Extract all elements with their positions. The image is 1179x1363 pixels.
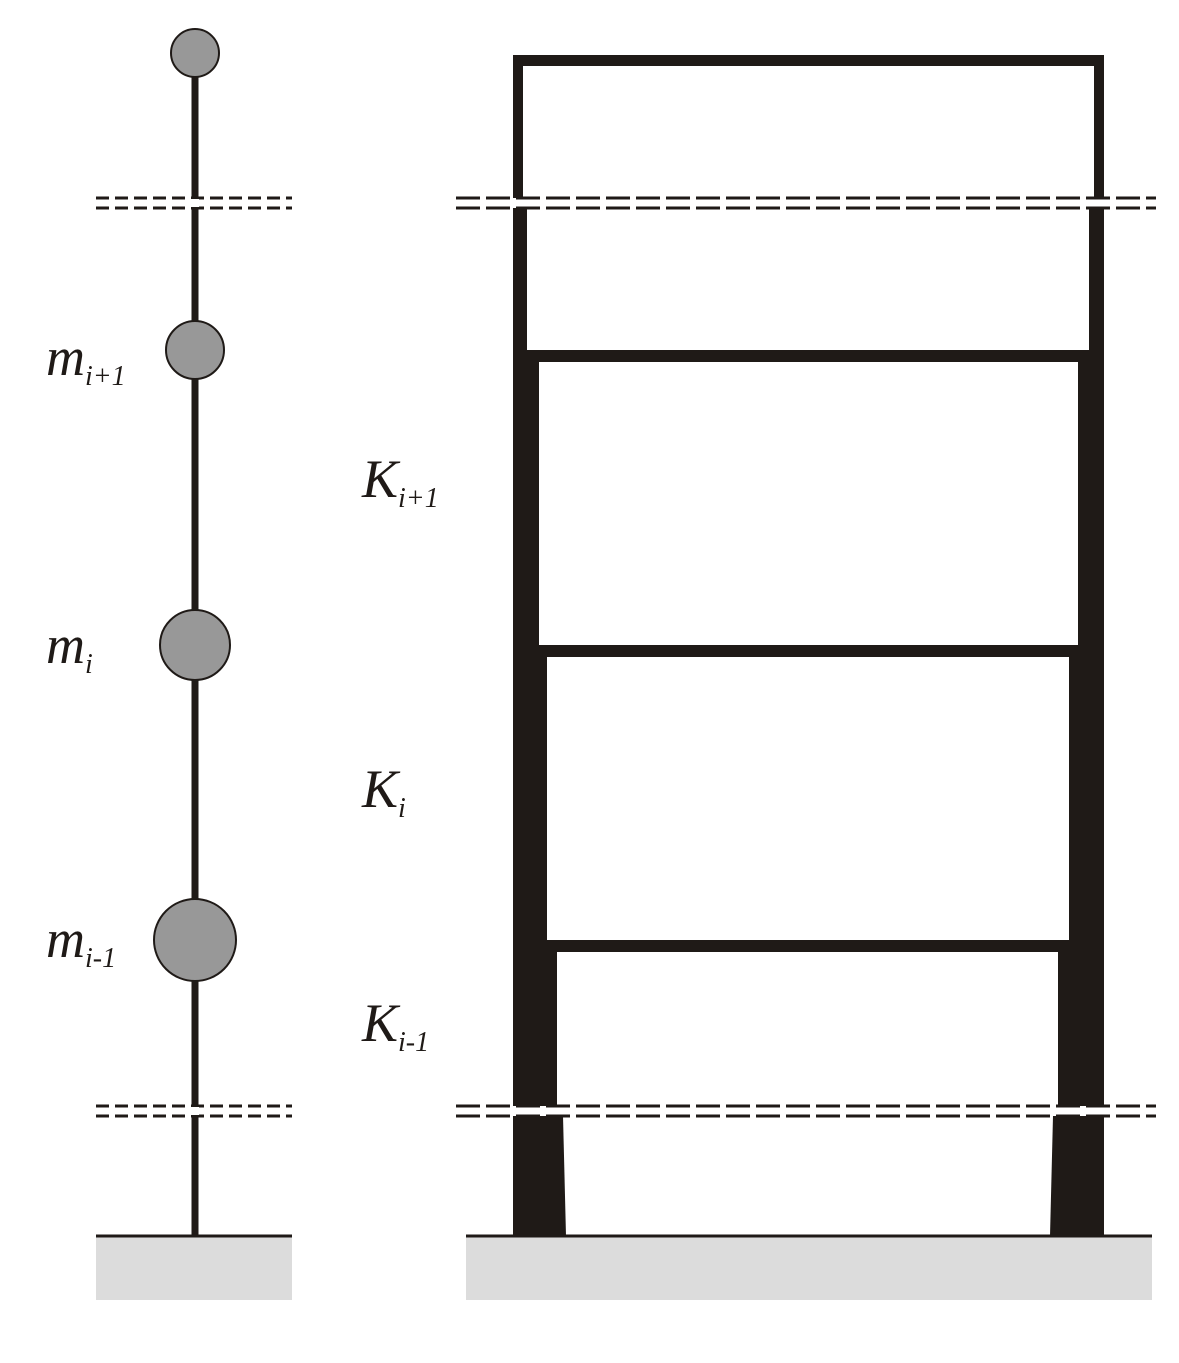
ground-right bbox=[466, 1237, 1152, 1300]
break-line-bottom-left bbox=[96, 1104, 292, 1118]
break-line-bottom-right bbox=[456, 1104, 1156, 1118]
floor-beam-i-plus-1 bbox=[513, 350, 1104, 362]
mass-label-i-plus-1: mi+1 bbox=[46, 327, 126, 392]
stiffness-label-i: Ki bbox=[362, 759, 406, 824]
ground-left bbox=[96, 1237, 292, 1300]
stiffness-label-i-plus-1: Ki+1 bbox=[362, 449, 439, 514]
mass-i bbox=[159, 609, 231, 681]
roof-beam bbox=[513, 55, 1104, 66]
frame-model bbox=[456, 55, 1156, 1300]
floor-beam-i-minus-1 bbox=[513, 940, 1104, 952]
break-line-top-right bbox=[456, 196, 1156, 210]
mass-top bbox=[170, 28, 220, 78]
mass-label-i: mi bbox=[46, 615, 93, 680]
right-column bbox=[1050, 55, 1104, 1236]
stick-model bbox=[96, 28, 292, 1300]
floor-beam-i bbox=[513, 645, 1104, 657]
stiffness-label-i-minus-1: Ki-1 bbox=[362, 993, 430, 1058]
mass-i-plus-1 bbox=[165, 320, 225, 380]
mass-i-minus-1 bbox=[153, 898, 237, 982]
left-column bbox=[513, 55, 566, 1236]
break-line-top-left bbox=[96, 196, 292, 210]
mass-label-i-minus-1: mi-1 bbox=[46, 909, 117, 974]
